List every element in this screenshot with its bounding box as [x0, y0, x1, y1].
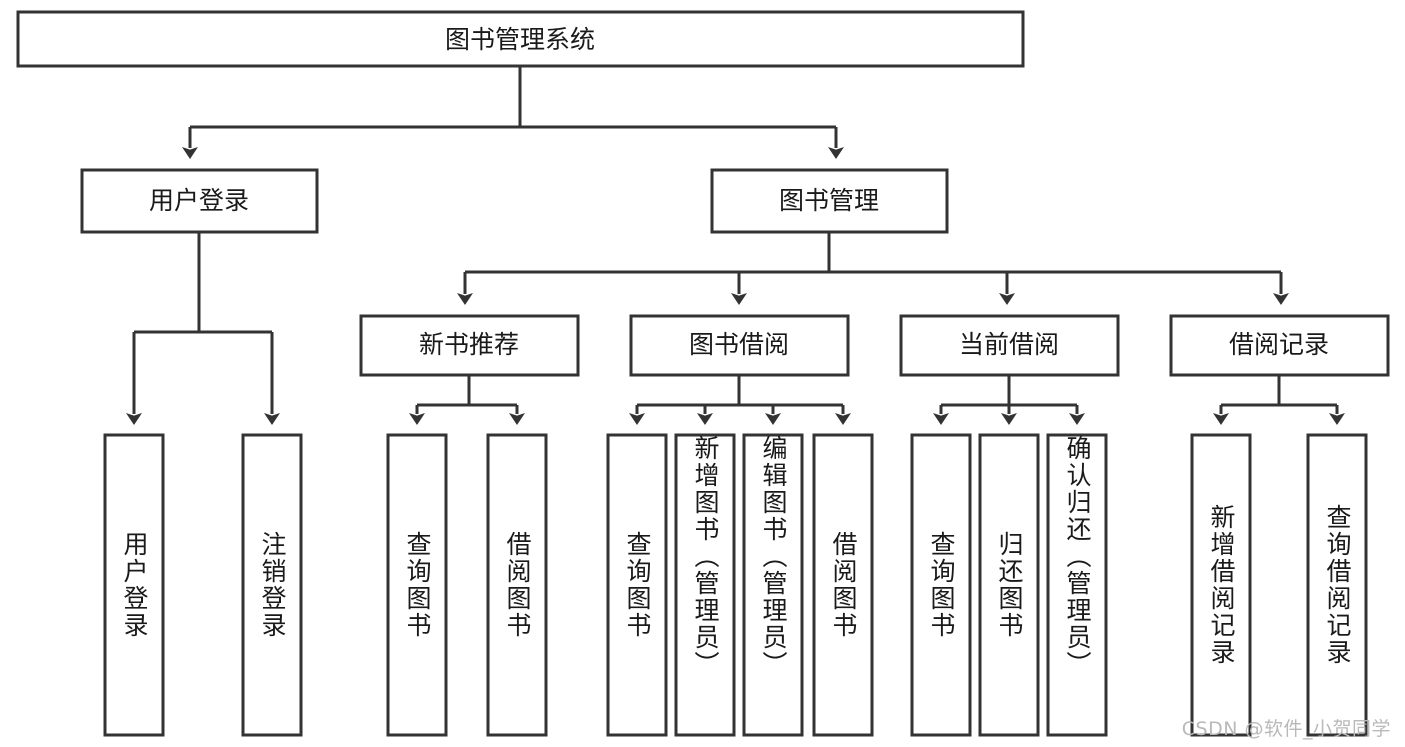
node-leaf-query-book-newbook[interactable]: [386, 433, 448, 737]
node-user-login-label: 用户登录: [149, 186, 249, 215]
node-borrow-record[interactable]: 借阅记录: [1169, 314, 1390, 377]
node-leaf-return-book[interactable]: [978, 433, 1040, 737]
node-current-borrow[interactable]: 当前借阅: [899, 314, 1120, 377]
node-new-book-recommend-label: 新书推荐: [419, 330, 519, 359]
node-book-management-label: 图书管理: [779, 186, 879, 215]
node-leaf-query-book-current[interactable]: [910, 433, 972, 737]
edge-bookborrow-to-leaves: [629, 375, 851, 425]
node-root-label: 图书管理系统: [445, 25, 595, 54]
node-leaf-logout[interactable]: [241, 433, 303, 737]
node-leaf-user-login[interactable]: [103, 433, 165, 737]
node-user-login[interactable]: 用户登录: [80, 168, 319, 234]
node-book-borrow-label: 图书借阅: [689, 330, 789, 359]
edge-newbook-to-leaves: [409, 375, 525, 425]
node-borrow-record-label: 借阅记录: [1229, 330, 1329, 359]
edge-bookmgmt-to-bus: [457, 232, 1289, 305]
node-leaf-add-book-admin[interactable]: [674, 433, 736, 737]
node-new-book-recommend[interactable]: 新书推荐: [359, 314, 580, 377]
node-leaf-add-borrow-record[interactable]: [1190, 433, 1252, 737]
node-book-management[interactable]: 图书管理: [710, 168, 949, 234]
node-current-borrow-label: 当前借阅: [959, 330, 1059, 359]
edge-userlogin-to-leaves: [126, 232, 280, 425]
edge-borrowrecord-to-leaves: [1213, 375, 1345, 425]
node-leaf-query-borrow-record[interactable]: [1306, 433, 1368, 737]
watermark: CSDN @软件_小贺同学: [1181, 718, 1391, 740]
node-leaf-borrow-book-newbook[interactable]: [486, 433, 548, 737]
node-root[interactable]: 图书管理系统: [16, 10, 1025, 68]
node-leaf-confirm-return-admin[interactable]: [1046, 433, 1108, 737]
node-leaf-borrow-book[interactable]: [812, 433, 874, 737]
node-leaf-query-book-borrow[interactable]: [606, 433, 668, 737]
node-book-borrow[interactable]: 图书借阅: [629, 314, 850, 377]
edge-root-to-bus: [182, 66, 844, 159]
node-leaf-edit-book-admin[interactable]: [742, 433, 804, 737]
edge-currentborrow-to-leaves: [933, 375, 1085, 425]
